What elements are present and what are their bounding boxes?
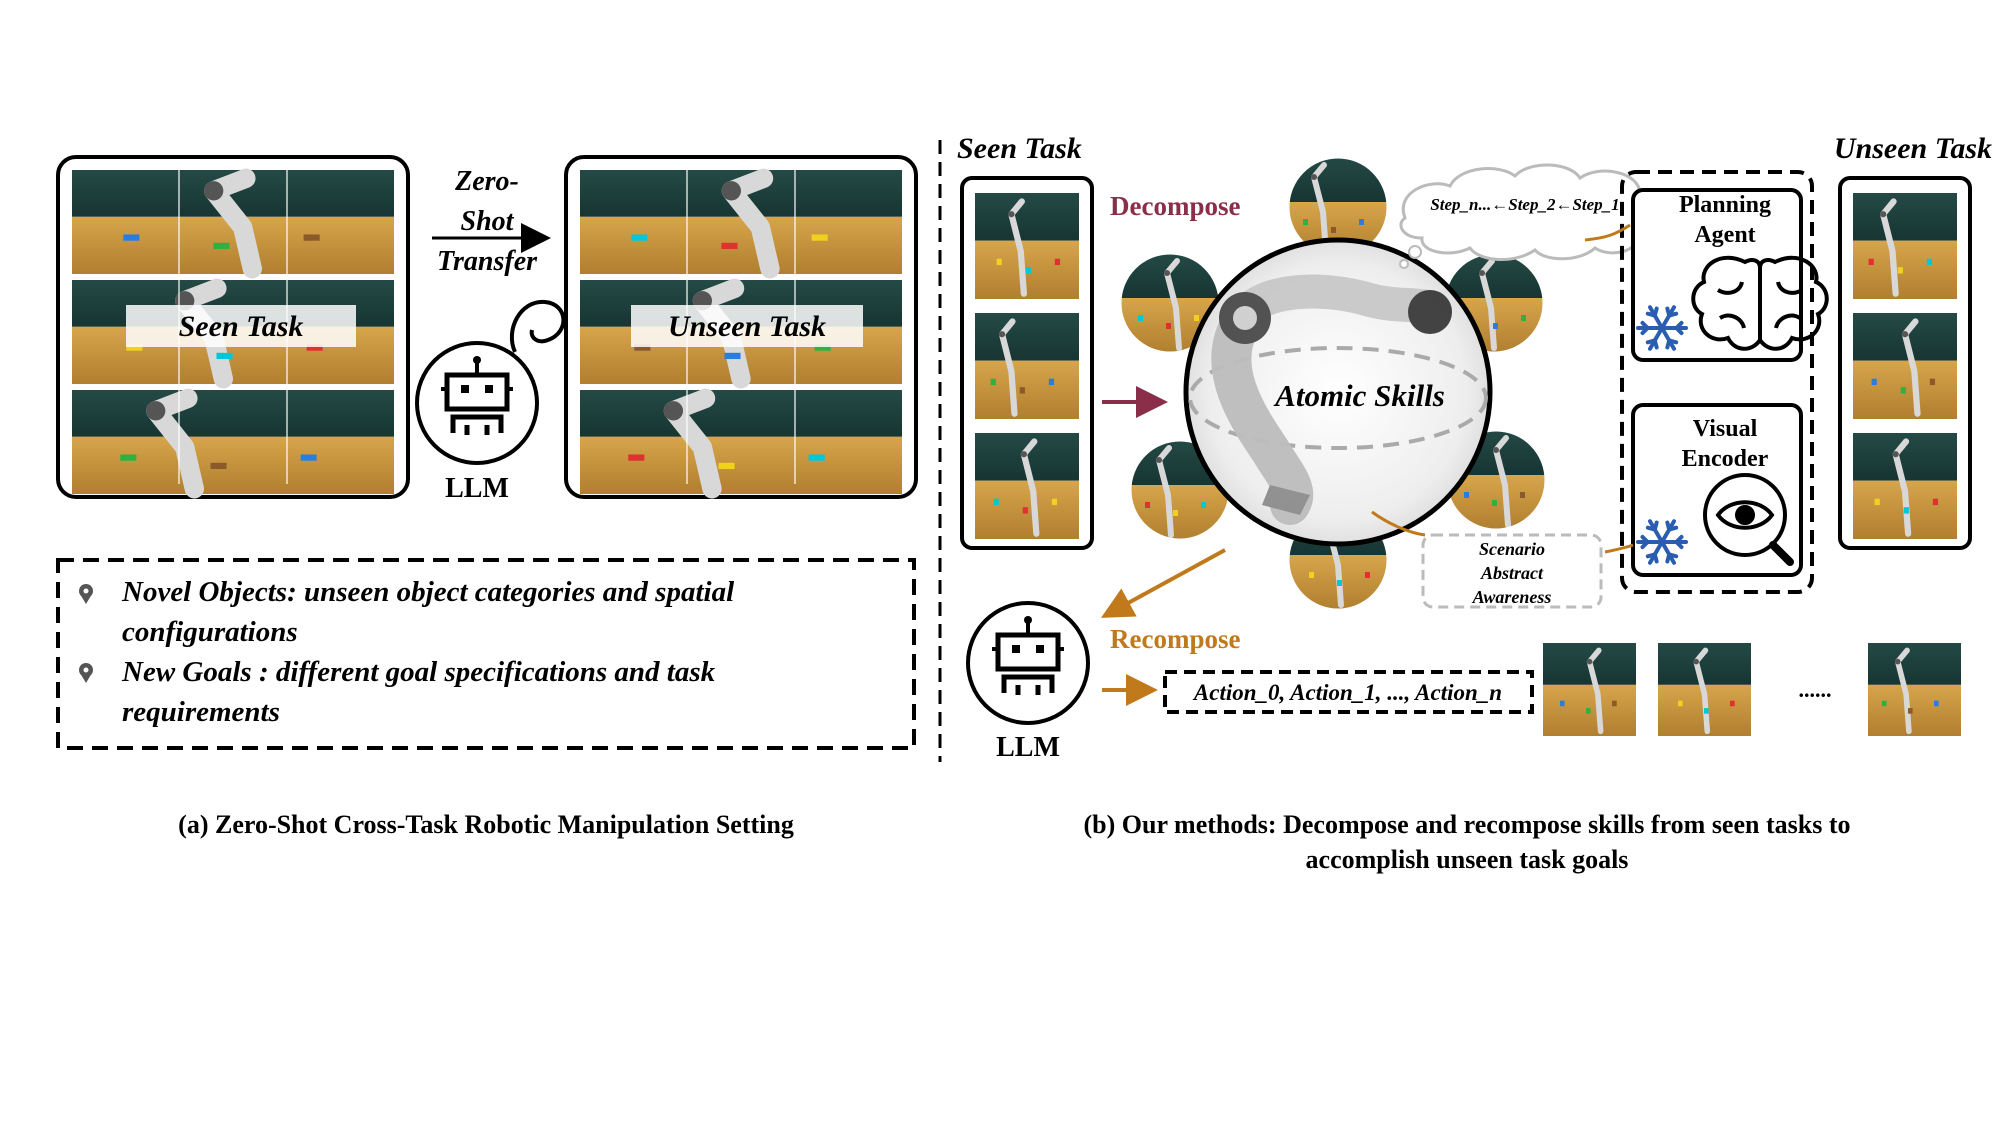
robot-scene-thumbnail bbox=[1853, 313, 1957, 419]
unseen-task-banner bbox=[631, 305, 863, 347]
scenario-label-1: Scenario bbox=[1479, 539, 1545, 559]
transfer-label-line-1: Zero- bbox=[454, 166, 519, 197]
visual-encoder-label-2: Encoder bbox=[1682, 446, 1769, 472]
caption-b-line-1: (b) Our methods: Decompose and recompose… bbox=[1084, 810, 1851, 839]
magnifier-eye-icon bbox=[1703, 473, 1794, 566]
llm-robot-icon-right: LLM bbox=[966, 601, 1090, 763]
planning-agent-label-1: Planning bbox=[1679, 192, 1771, 218]
seen-task-scenes-panel: Seen Task bbox=[56, 155, 410, 499]
atomic-skills-hub: Atomic Skills bbox=[1183, 237, 1493, 547]
visual-encoder-card bbox=[1631, 403, 1803, 577]
thought-curl-icon bbox=[509, 299, 566, 353]
transfer-label-line-3: Transfer bbox=[437, 246, 538, 277]
bullet-1-line-2: configurations bbox=[122, 616, 298, 648]
seen-task-banner bbox=[126, 305, 356, 347]
action-ellipsis: ...... bbox=[1799, 677, 1832, 702]
frozen-modules-box: Planning Agent Visual Encoder bbox=[1620, 170, 1829, 594]
decompose-label: Decompose bbox=[1110, 191, 1240, 221]
robot-scene-thumbnail bbox=[975, 313, 1079, 419]
snowflake-icon bbox=[1636, 305, 1688, 351]
zero-shot-transfer: Zero- Shot Transfer bbox=[432, 166, 551, 277]
scenario-label-3: Awareness bbox=[1472, 587, 1552, 607]
robot-scene-thumbnail bbox=[1853, 433, 1957, 539]
skill-orbit bbox=[1188, 346, 1488, 450]
action-frames bbox=[1543, 643, 1961, 736]
robot-scene-thumbnail bbox=[580, 168, 902, 279]
location-pin-icon bbox=[79, 584, 93, 604]
robot-scene-thumbnail bbox=[1658, 643, 1751, 736]
characteristics-box: Novel Objects: unseen object categories … bbox=[56, 558, 916, 750]
visual-encoder-label-1: Visual bbox=[1693, 416, 1758, 442]
planning-agent-label-2: Agent bbox=[1694, 222, 1755, 248]
steps-thought-cloud: Step_n...←Step_2←Step_1 bbox=[1399, 163, 1657, 269]
robot-scene-thumbnail bbox=[1868, 643, 1961, 736]
seen-task-title: Seen Task bbox=[957, 132, 1082, 165]
seen-task-strip bbox=[960, 176, 1094, 550]
transfer-label-line-2: Shot bbox=[461, 206, 515, 237]
recompose-label: Recompose bbox=[1110, 624, 1240, 654]
bullet-2-line-2: requirements bbox=[122, 696, 280, 728]
seen-task-scene-grid bbox=[72, 168, 394, 499]
robot-scene-thumbnail bbox=[72, 388, 394, 499]
robot-scene-thumbnail bbox=[580, 388, 902, 499]
scenario-label-2: Abstract bbox=[1480, 563, 1544, 583]
planning-connector bbox=[1584, 223, 1631, 242]
snowflake-icon bbox=[1636, 519, 1688, 565]
robot-scene-thumbnail bbox=[1543, 643, 1636, 736]
brain-icon bbox=[1691, 255, 1829, 351]
caption-a: (a) Zero-Shot Cross-Task Robotic Manipul… bbox=[178, 810, 794, 839]
caption-b-line-2: accomplish unseen task goals bbox=[1306, 845, 1629, 874]
bullet-2-line-1: New Goals : different goal specification… bbox=[121, 656, 716, 688]
scenario-connector-right bbox=[1604, 543, 1634, 554]
llm-label-right: LLM bbox=[996, 732, 1060, 763]
robot-scene-thumbnail bbox=[1853, 193, 1957, 299]
bullet-1-line-1: Novel Objects: unseen object categories … bbox=[121, 576, 735, 608]
unseen-task-label: Unseen Task bbox=[668, 310, 826, 343]
atomic-skills-label: Atomic Skills bbox=[1273, 378, 1445, 413]
llm-robot-icon-left: LLM bbox=[415, 299, 566, 504]
recompose-arrow bbox=[1100, 548, 1226, 618]
unseen-task-title: Unseen Task bbox=[1834, 132, 1992, 165]
llm-label-left: LLM bbox=[445, 473, 509, 504]
robot-scene-thumbnail bbox=[72, 168, 394, 279]
action-sequence-box: Action_0, Action_1, ..., Action_n bbox=[1163, 670, 1534, 714]
seen-task-label: Seen Task bbox=[179, 310, 304, 343]
unseen-task-scenes-panel: Unseen Task bbox=[564, 155, 918, 499]
location-pin-icon bbox=[79, 663, 93, 683]
robot-scene-thumbnail bbox=[975, 433, 1079, 539]
robot-arm-icon bbox=[1211, 274, 1452, 525]
robot-scene-thumbnail bbox=[975, 193, 1079, 299]
scenario-connector-left bbox=[1371, 510, 1426, 537]
actions-label: Action_0, Action_1, ..., Action_n bbox=[1192, 680, 1502, 705]
scenario-awareness-box: Scenario Abstract Awareness bbox=[1421, 533, 1603, 609]
robot-scene-thumbnail bbox=[72, 278, 394, 389]
unseen-task-strip bbox=[1838, 176, 1972, 550]
steps-label: Step_n...←Step_2←Step_1 bbox=[1430, 195, 1619, 214]
